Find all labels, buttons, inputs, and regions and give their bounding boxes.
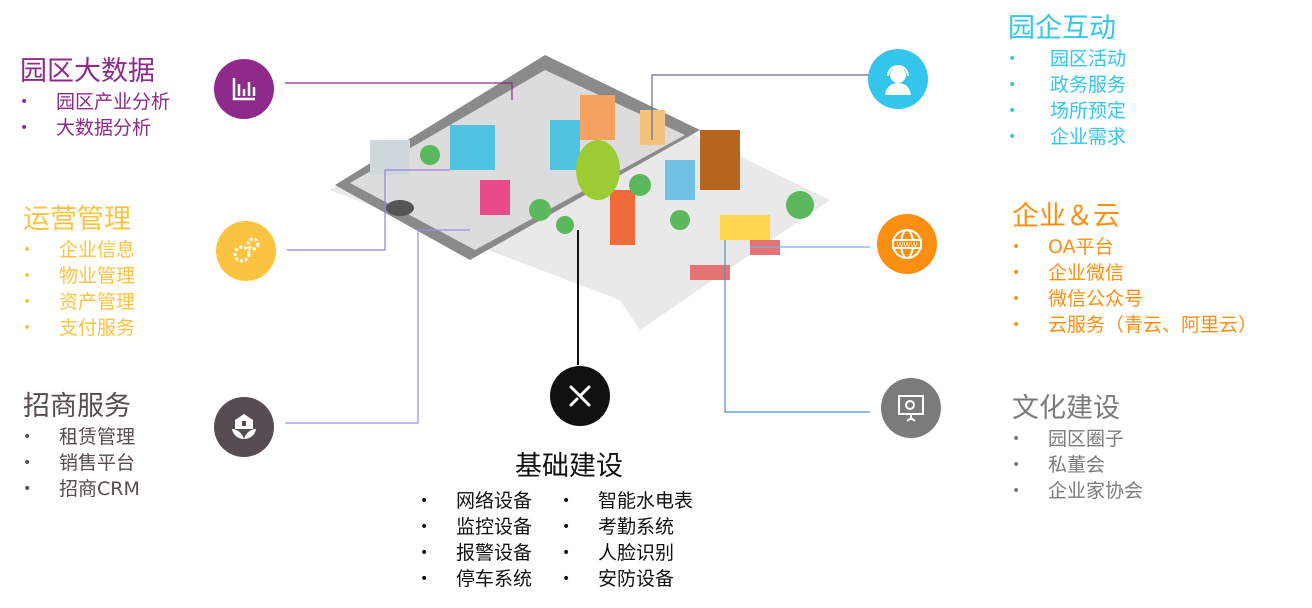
list-item: 报警设备 [420, 540, 532, 566]
section-cloud: 企业＆云 OA平台 企业微信 微信公众号 云服务（青云、阿里云） [1012, 200, 1257, 338]
section-title: 企业＆云 [1012, 201, 1120, 232]
list-item: 私董会 [1012, 452, 1143, 478]
list-item: 云服务（青云、阿里云） [1012, 312, 1257, 338]
list-item: 监控设备 [420, 514, 532, 540]
section-big-data: 园区大数据 园区产业分析 大数据分析 [20, 55, 170, 141]
bar-chart-icon [214, 59, 274, 119]
list-item: 企业微信 [1012, 260, 1257, 286]
list-item: 大数据分析 [20, 115, 170, 141]
tools-icon [550, 366, 610, 426]
list-item: 人脸识别 [562, 540, 693, 566]
section-infrastructure: 基础建设 网络设备 监控设备 报警设备 停车系统 智能水电表 考勤系统 人脸识别… [420, 450, 693, 592]
section-title: 基础建设 [515, 451, 623, 482]
list-item: OA平台 [1012, 234, 1257, 260]
list-item: 企业家协会 [1012, 478, 1143, 504]
section-title: 运营管理 [23, 204, 131, 235]
list-item: 政务服务 [1008, 72, 1126, 98]
list-item: 园区圈子 [1012, 426, 1143, 452]
section-operations: 运营管理 企业信息 物业管理 资产管理 支付服务 [23, 203, 135, 341]
list-item: 安防设备 [562, 566, 693, 592]
list-item: 支付服务 [23, 315, 135, 341]
list-item: 场所预定 [1008, 98, 1126, 124]
list-item: 资产管理 [23, 289, 135, 315]
section-investment: 招商服务 租赁管理 销售平台 招商CRM [23, 390, 140, 502]
svg-text:WWW: WWW [897, 241, 918, 249]
section-title: 招商服务 [23, 391, 131, 422]
list-item: 物业管理 [23, 263, 135, 289]
list-item: 招商CRM [23, 476, 140, 502]
www-globe-icon: WWW [877, 214, 937, 274]
list-item: 智能水电表 [562, 488, 693, 514]
list-item: 网络设备 [420, 488, 532, 514]
list-item: 微信公众号 [1012, 286, 1257, 312]
list-item: 园区产业分析 [20, 89, 170, 115]
list-item: 租赁管理 [23, 424, 140, 450]
gears-icon [216, 221, 276, 281]
list-item: 销售平台 [23, 450, 140, 476]
list-item: 停车系统 [420, 566, 532, 592]
section-interaction: 园企互动 园区活动 政务服务 场所预定 企业需求 [1008, 12, 1126, 150]
list-item: 考勤系统 [562, 514, 693, 540]
list-item: 企业信息 [23, 237, 135, 263]
list-item: 园区活动 [1008, 46, 1126, 72]
presentation-board-icon [881, 378, 941, 438]
house-leaf-icon [214, 397, 274, 457]
section-culture: 文化建设 园区圈子 私董会 企业家协会 [1012, 392, 1143, 504]
section-title: 园企互动 [1008, 13, 1116, 44]
section-title: 园区大数据 [20, 56, 155, 87]
list-item: 企业需求 [1008, 124, 1126, 150]
section-title: 文化建设 [1012, 393, 1120, 424]
headset-person-icon [868, 49, 928, 109]
